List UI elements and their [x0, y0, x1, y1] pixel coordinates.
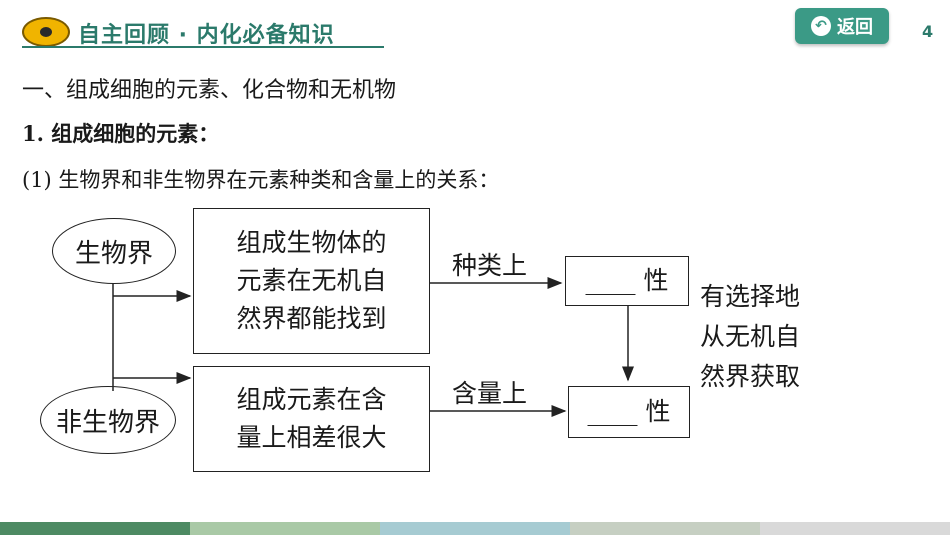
point-text: (1) 生物界和非生物界在元素种类和含量上的关系：: [22, 168, 500, 192]
result-box-top: ____ 性: [565, 256, 689, 306]
footer-segment: [380, 522, 570, 535]
header-bar: 自主回顾 · 内化必备知识 ↶ 返回 4: [0, 0, 950, 60]
title-underline: [22, 46, 384, 48]
label-type: 种类上: [452, 251, 528, 280]
subheading: 1. 组成细胞的元素：: [22, 121, 220, 146]
connector-lines: [112, 277, 634, 417]
footer-segment: [760, 522, 950, 535]
relationship-diagram: 生物界 非生物界 组成生物体的 元素在无机自 然界都能找到 组成元素在含 量上相…: [0, 200, 950, 500]
return-button[interactable]: ↶ 返回: [795, 8, 889, 44]
side-note: 有选择地 从无机自 然界获取: [700, 282, 801, 391]
footer-segment: [190, 522, 380, 535]
box-found-in-nature: 组成生物体的 元素在无机自 然界都能找到: [193, 208, 430, 354]
back-arrow-icon: ↶: [811, 16, 831, 36]
section-heading: 一、组成细胞的元素、化合物和无机物: [22, 78, 397, 103]
footer-segment: [570, 522, 760, 535]
label-content: 含量上: [452, 379, 528, 408]
box-content-differs: 组成元素在含 量上相差很大: [193, 366, 430, 472]
return-label: 返回: [837, 17, 873, 38]
page-number: 4: [922, 22, 934, 41]
nonliving-world-ellipse: 非生物界: [40, 386, 176, 454]
result-box-bottom: ____ 性: [568, 386, 690, 438]
living-world-ellipse: 生物界: [52, 218, 176, 284]
eye-logo-icon: [22, 17, 70, 47]
footer-bar: [0, 522, 950, 535]
page-title: 自主回顾 · 内化必备知识: [78, 23, 335, 48]
footer-segment: [0, 522, 190, 535]
